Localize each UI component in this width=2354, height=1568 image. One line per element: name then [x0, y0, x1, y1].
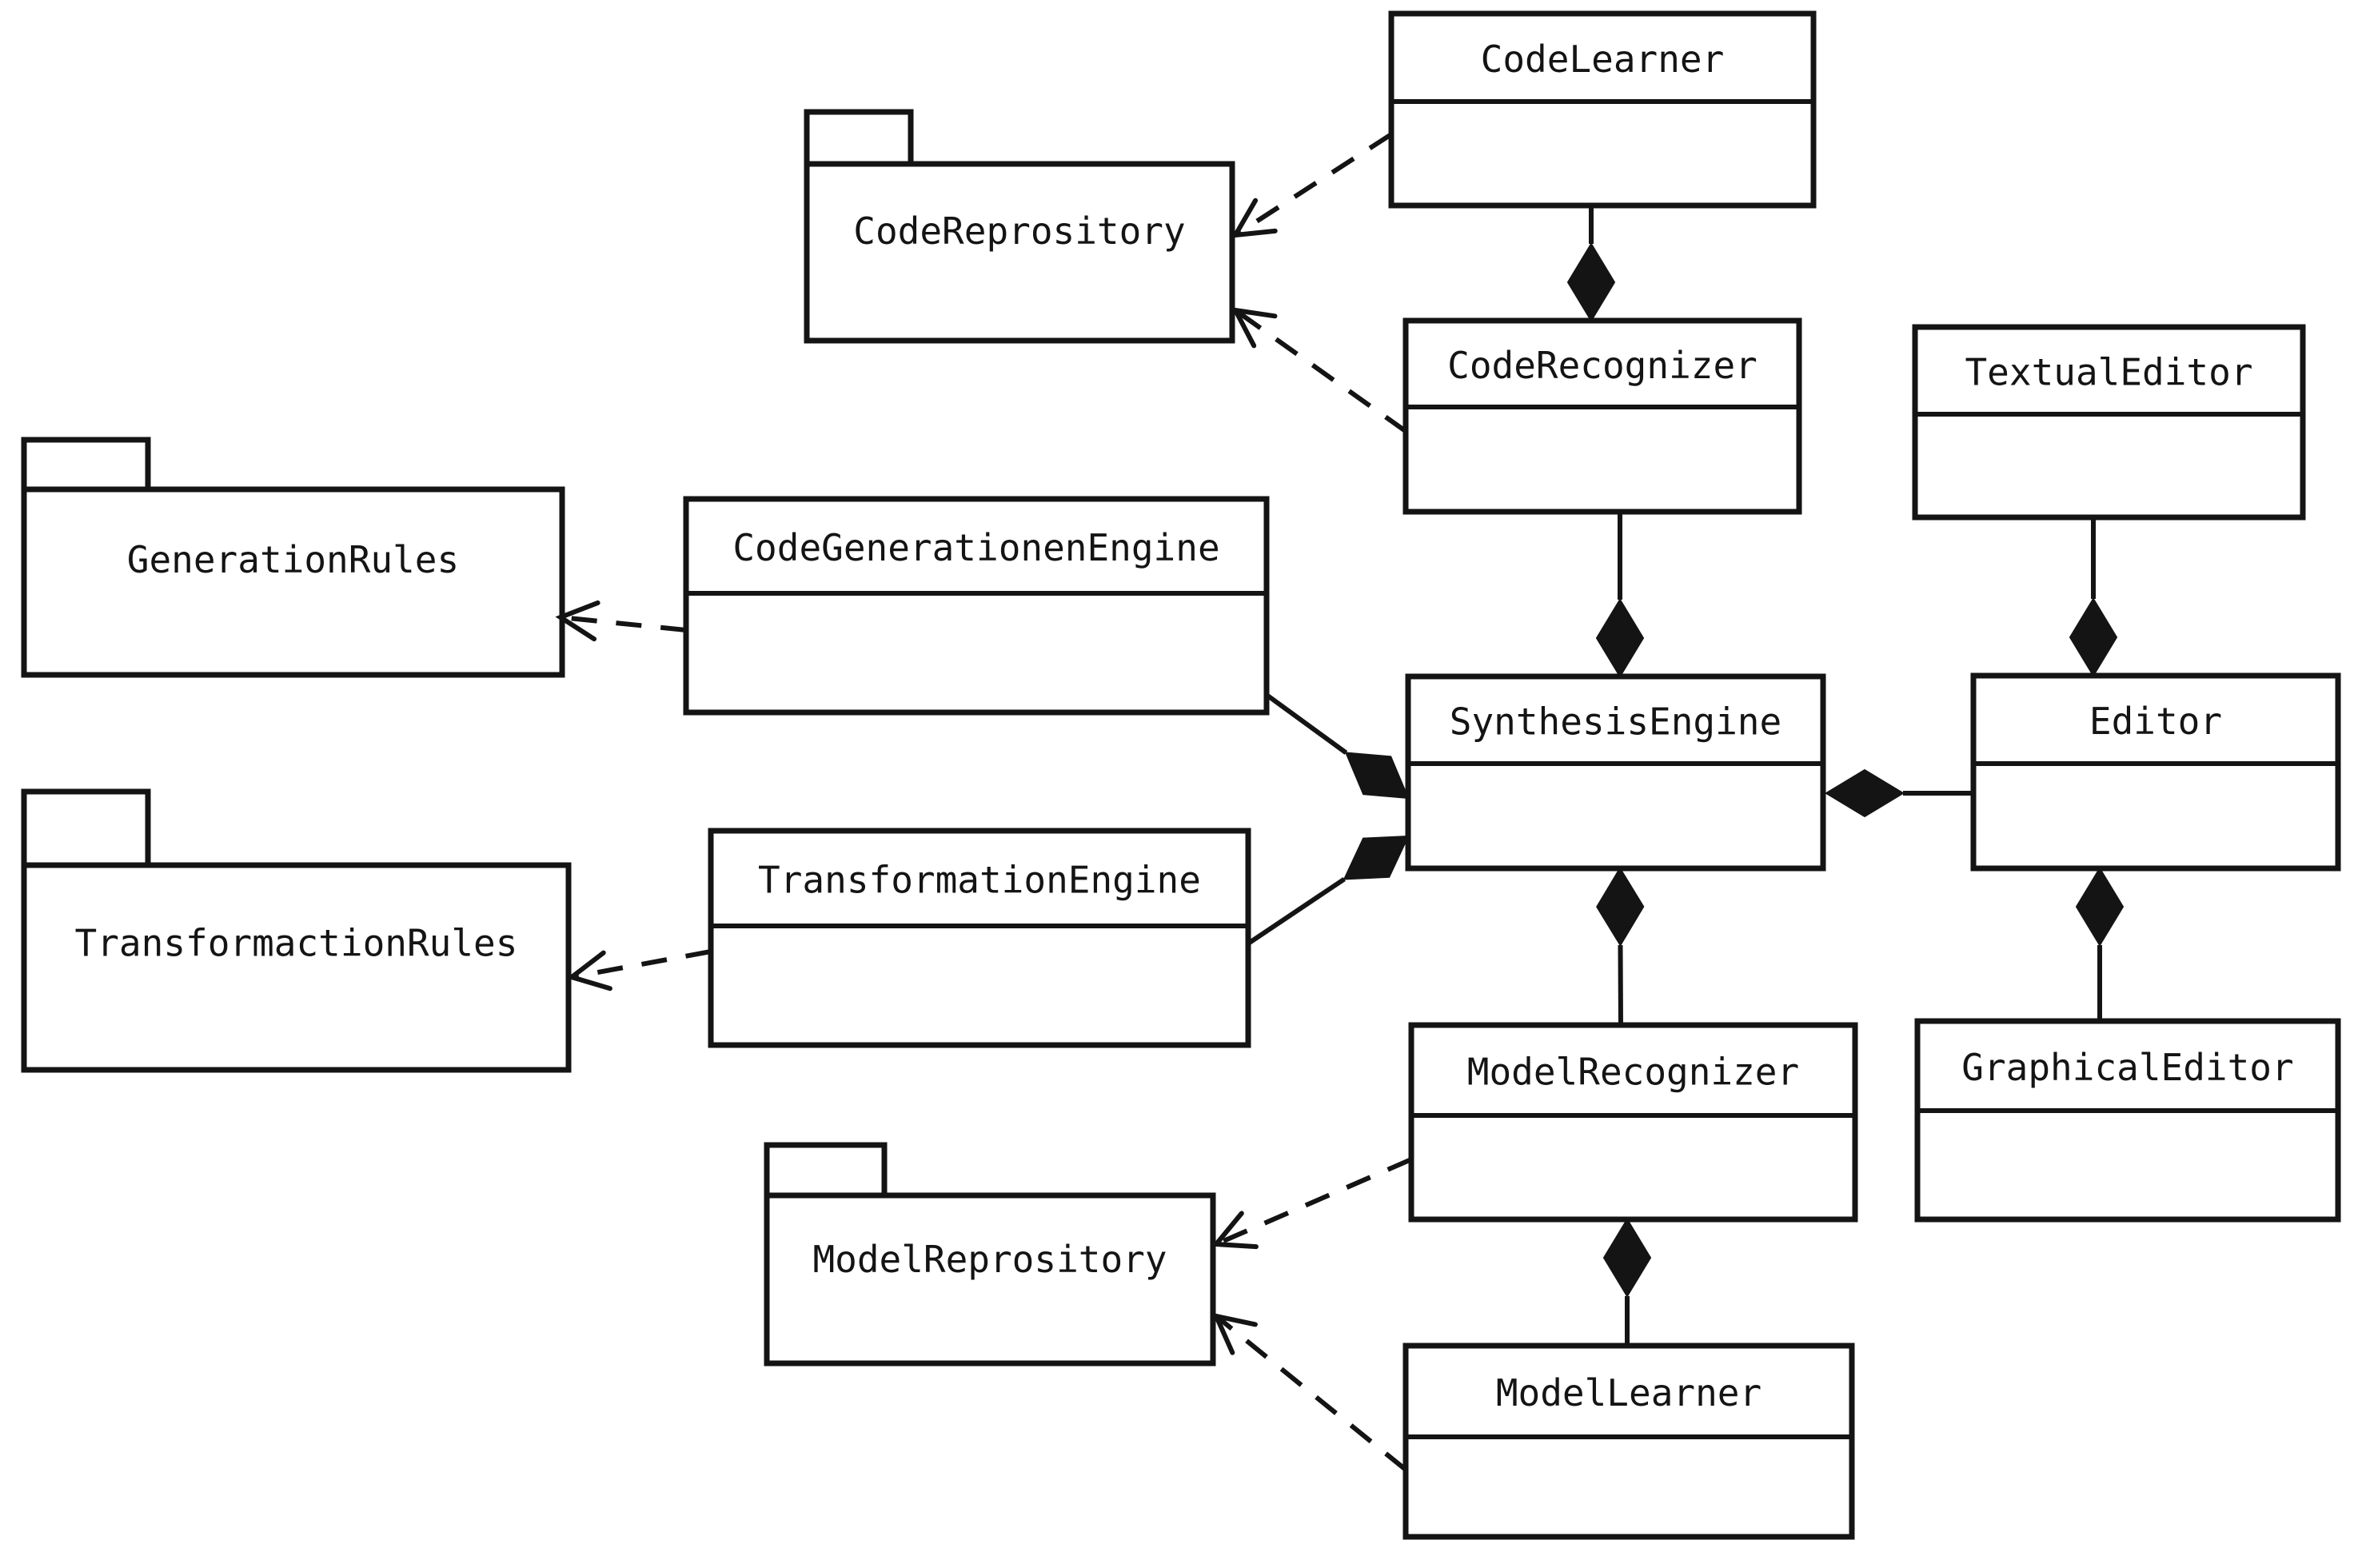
dep-modelrecognizer-modelreprository: [1211, 1157, 1413, 1250]
editor-label: Editor: [2089, 700, 2222, 743]
dependency-line: [1234, 308, 1408, 434]
open-arrowhead-icon: [1231, 307, 1278, 349]
open-arrowhead-icon: [1211, 1312, 1258, 1355]
dep-transformationengine-transformactionrules: [566, 949, 712, 991]
package-body-model-reprository: [764, 1192, 1216, 1367]
code-generationen-engine-label: CodeGenerationenEngine: [732, 526, 1219, 569]
open-arrowhead-icon: [566, 950, 612, 991]
class-box-graphical-editor: [1914, 1018, 2341, 1223]
package-body-generation-rules: [21, 486, 565, 678]
composition-diamond-icon: [1566, 242, 1616, 322]
open-arrowhead-icon: [1211, 1211, 1259, 1250]
composition-diamond-icon: [1595, 598, 1645, 678]
comp-synthesisengine-modelrecognizer: [1596, 867, 1645, 1026]
package-tab-transformaction-rules: [21, 788, 151, 868]
composition-line: [1265, 692, 1348, 755]
package-tab-model-reprository: [764, 1142, 888, 1199]
dependency-line: [1215, 1314, 1407, 1472]
class-box-model-learner: [1402, 1343, 1855, 1540]
comp-editor-graphicaleditor: [2075, 867, 2125, 1021]
code-reprository-label: CodeReprository: [853, 209, 1185, 253]
composition-diamond-icon: [1825, 768, 1905, 818]
composition-diamond-icon: [2075, 867, 2125, 947]
comp-modelrecognizer-modellearner: [1602, 1218, 1652, 1346]
package-body-code-reprository: [804, 161, 1235, 344]
class-graphical-editor: GraphicalEditor: [1914, 1018, 2341, 1223]
class-box-code-generationen-engine: [683, 496, 1270, 716]
class-textual-editor: TextualEditor: [1912, 324, 2306, 521]
generation-rules-label: GenerationRules: [127, 538, 459, 581]
model-recognizer-label: ModelRecognizer: [1467, 1051, 1799, 1094]
synthesis-engine-label: SynthesisEngine: [1450, 700, 1781, 744]
package-tab-generation-rules: [21, 437, 151, 493]
composition-diamond-icon: [1344, 752, 1410, 800]
transformation-engine-label: TransformationEngine: [758, 859, 1201, 902]
class-code-generationen-engine: CodeGenerationenEngine: [683, 496, 1270, 716]
model-reprository-label: ModelReprository: [812, 1238, 1167, 1281]
package-model-reprository: ModelReprository: [764, 1142, 1216, 1367]
class-box-model-recognizer: [1408, 1022, 1858, 1223]
class-editor: Editor: [1970, 672, 2341, 872]
transformaction-rules-label: TransformactionRules: [75, 921, 518, 964]
class-code-recognizer: CodeRecognizer: [1402, 317, 1802, 515]
class-transformation-engine: TransformationEngine: [708, 828, 1251, 1048]
class-model-learner: ModelLearner: [1402, 1343, 1855, 1540]
open-arrowhead-icon: [1231, 197, 1278, 238]
model-learner-label: ModelLearner: [1496, 1371, 1762, 1414]
comp-coderecognizer-synthesisengine: [1595, 512, 1645, 678]
code-recognizer-label: CodeRecognizer: [1447, 344, 1758, 387]
class-box-editor: [1970, 672, 2341, 872]
comp-transformationengine-synthesis: [1247, 835, 1410, 946]
package-code-reprository: CodeReprository: [804, 109, 1235, 344]
comp-textualeditor-editor: [2069, 517, 2118, 677]
dep-modellearner-modelreprository: [1211, 1312, 1407, 1472]
graphical-editor-label: GraphicalEditor: [1961, 1046, 2293, 1089]
dependency-line: [571, 949, 712, 980]
dependency-line: [1215, 1157, 1413, 1247]
class-box-synthesis-engine: [1405, 673, 1826, 872]
dep-codelearner-codereprository: [1231, 132, 1393, 238]
composition-line: [1247, 876, 1346, 946]
package-body-transformaction-rules: [21, 862, 572, 1073]
code-learner-label: CodeLearner: [1481, 38, 1725, 81]
dep-codegenerationenengine-generationrules: [555, 600, 687, 642]
package-generation-rules: GenerationRules: [21, 437, 565, 678]
composition-diamond-icon: [2069, 597, 2118, 677]
class-box-transformation-engine: [708, 828, 1251, 1048]
comp-codegenerationenengine-synthesis: [1265, 692, 1410, 800]
comp-synthesisengine-editor: [1825, 768, 1973, 818]
class-synthesis-engine: SynthesisEngine: [1405, 673, 1826, 872]
dependency-line: [1234, 132, 1393, 237]
dependency-line: [560, 615, 687, 632]
comp-codelearner-coderecognizer: [1566, 205, 1616, 322]
class-box-textual-editor: [1912, 324, 2306, 521]
composition-diamond-icon: [1343, 835, 1410, 880]
package-tab-code-reprository: [804, 109, 914, 167]
package-transformaction-rules: TransformactionRules: [21, 788, 572, 1073]
class-model-recognizer: ModelRecognizer: [1408, 1022, 1858, 1223]
class-box-code-recognizer: [1402, 317, 1802, 515]
composition-line: [1618, 944, 1623, 1026]
dep-coderecognizer-codereprository: [1231, 307, 1408, 434]
open-arrowhead-icon: [555, 600, 600, 642]
class-box-code-learner: [1388, 10, 1817, 209]
class-code-learner: CodeLearner: [1388, 10, 1817, 209]
composition-diamond-icon: [1596, 867, 1645, 947]
textual-editor-label: TextualEditor: [1965, 351, 2252, 394]
composition-diamond-icon: [1602, 1218, 1652, 1298]
